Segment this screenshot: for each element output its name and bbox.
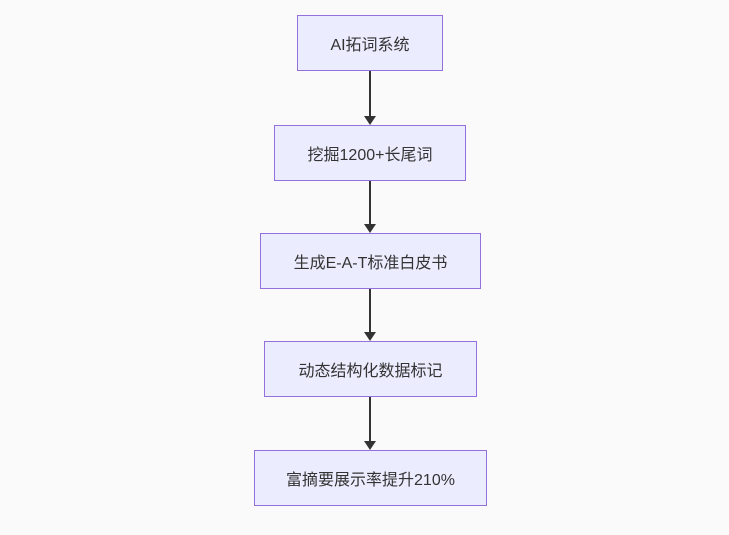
arrow-down-icon	[364, 441, 376, 450]
edge-line-2	[369, 181, 371, 224]
arrow-down-icon	[364, 116, 376, 125]
flow-node-structured-data-markup: 动态结构化数据标记	[264, 341, 477, 397]
arrow-down-icon	[364, 332, 376, 341]
flow-node-rich-snippet-rate: 富摘要展示率提升210%	[254, 450, 487, 506]
edge-line-1	[369, 71, 371, 116]
flow-node-eat-whitepaper: 生成E-A-T标准白皮书	[260, 233, 481, 289]
edge-line-3	[369, 289, 371, 332]
flow-node-longtail-keywords: 挖掘1200+长尾词	[274, 125, 466, 181]
arrow-down-icon	[364, 224, 376, 233]
flow-node-ai-expansion-system: AI拓词系统	[297, 15, 443, 71]
edge-line-4	[369, 397, 371, 441]
